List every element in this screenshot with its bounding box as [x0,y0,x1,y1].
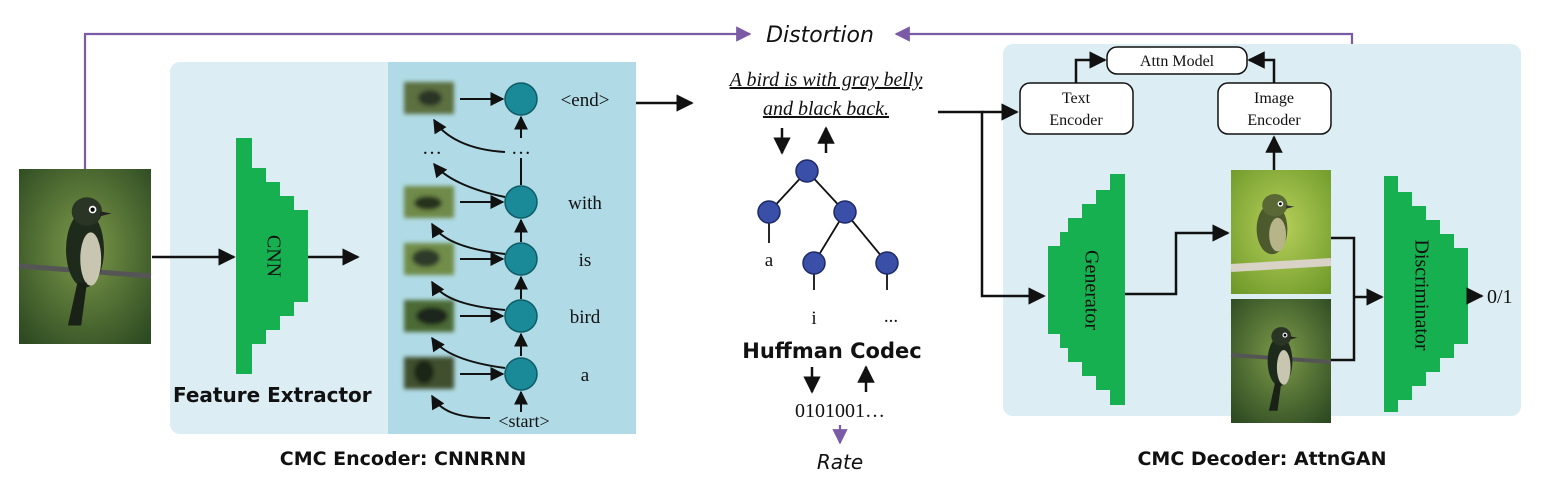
encoder-to-attn-arrows [1074,51,1283,170]
token-with: with [568,193,602,214]
tree-node [757,200,781,224]
decoder-title: CMC Decoder: AttnGAN [1137,448,1386,470]
encoder-title: CMC Encoder: CNNRNN [280,448,526,470]
rnn-node [504,185,538,219]
token-a: a [581,365,590,386]
distortion-label: Distortion [766,23,874,48]
cnn-label: CNN [262,235,284,277]
tree-leaf-dots: ... [884,306,898,327]
cnn-block [236,138,308,374]
token-is: is [579,250,592,271]
token-bird: bird [570,307,601,328]
bitstream: 0101001… [795,400,885,422]
huffman-tree [757,159,899,290]
token-end: <end> [561,90,610,111]
image-encoder-line2: Encoder [1247,112,1301,129]
discriminator-block [1384,176,1468,412]
feedback-arrows [431,118,506,419]
rnn-node [504,299,538,333]
caption-line-1: A bird is with gray belly [728,69,923,91]
feature-extractor-label: Feature Extractor [173,383,372,407]
tree-leaf-a: a [765,250,774,271]
caption-line-2: and black back. [763,98,889,120]
rnn-nodes [504,82,538,391]
tree-node [875,251,899,275]
tree-node [833,200,857,224]
generator-block [1048,174,1125,405]
input-bird-image [18,169,152,344]
text-encoder-line1: Text [1062,90,1091,107]
discriminator-label: Discriminator [1410,239,1432,350]
rnn-dots-right: … [511,137,531,159]
rnn-node [504,82,538,116]
tree-node [802,251,826,275]
patch-arrows [460,92,505,381]
output-label: 0/1 [1487,286,1513,308]
rnn-node [504,357,538,391]
image-encoder-line1: Image [1254,90,1294,107]
rate-label: Rate [817,450,863,474]
rnn-node [504,242,538,276]
attn-model-box [1106,46,1248,75]
text-encoder-line2: Encoder [1049,112,1103,129]
generator-label: Generator [1080,250,1102,330]
images-to-discriminator [1331,236,1384,362]
token-start: <start> [498,411,549,431]
region-patches [404,82,454,389]
rnn-dots-left: … [422,137,442,159]
tree-leaf-i: i [811,308,816,329]
caption-to-decoder-lines [938,103,1046,305]
generated-bird-image [1230,170,1332,294]
huffman-codec-label: Huffman Codec [742,339,921,363]
generator-to-image-arrow [1125,224,1230,296]
real-bird-image [1230,299,1332,423]
attn-model-label: Attn Model [1140,53,1215,70]
tree-node [795,159,819,183]
